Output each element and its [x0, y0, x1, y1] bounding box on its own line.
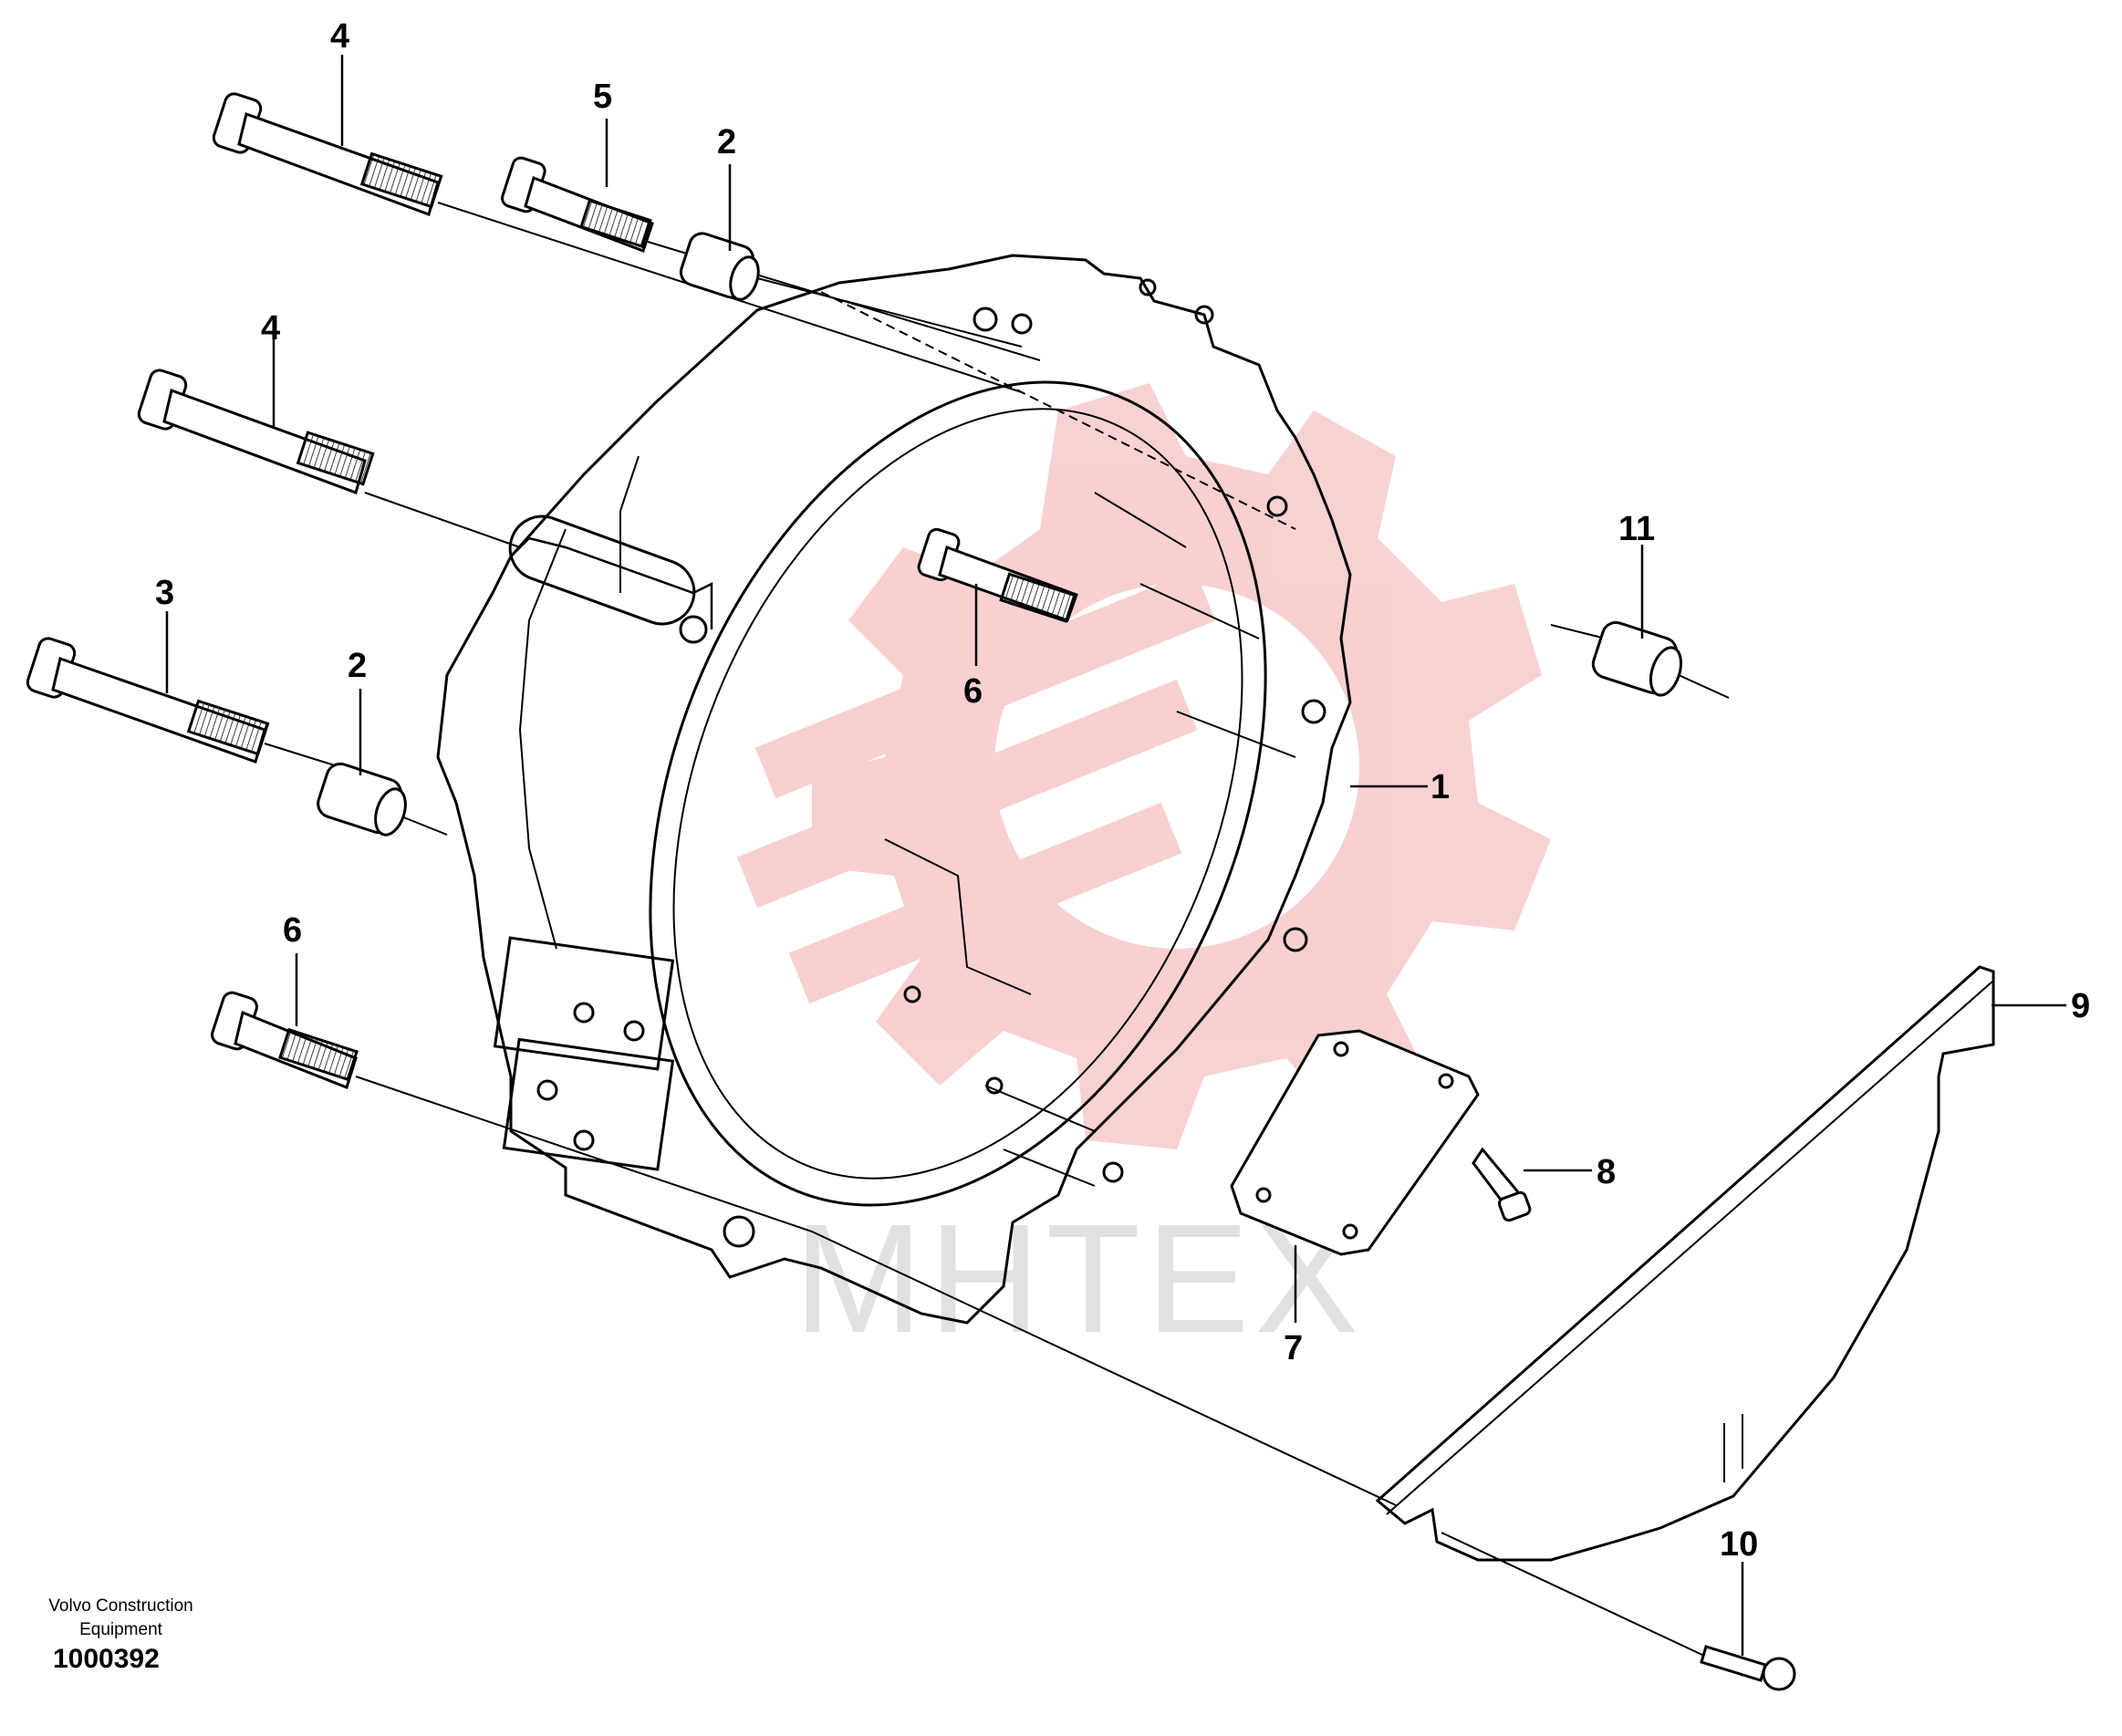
spacer-11 — [1591, 620, 1683, 697]
callout-5: 5 — [593, 78, 612, 116]
bolt-6-upper — [917, 527, 1078, 623]
bolt-3 — [26, 637, 270, 764]
callout-6-upper: 6 — [963, 672, 983, 711]
callout-10: 10 — [1720, 1525, 1758, 1564]
housing-boss-left — [508, 515, 696, 626]
spacer-2-lower — [317, 762, 407, 837]
figure-number: 1000392 — [53, 1644, 160, 1674]
leader-lines — [165, 55, 2066, 1656]
callout-4-middle: 4 — [261, 309, 280, 348]
callout-2-upper: 2 — [717, 123, 736, 161]
callout-8: 8 — [1597, 1153, 1616, 1191]
callout-6-lower: 6 — [283, 911, 302, 950]
spacer-2-upper — [679, 232, 760, 301]
bolt-4-middle — [137, 369, 375, 494]
callout-9: 9 — [2071, 987, 2090, 1025]
flywheel-housing — [436, 254, 1352, 1325]
callout-7: 7 — [1284, 1329, 1303, 1367]
callout-11: 11 — [1618, 510, 1655, 548]
cover-plate-7 — [1230, 1029, 1480, 1256]
screw-10 — [1700, 1645, 1796, 1691]
housing-outer-contour — [436, 254, 1352, 1325]
housing-bore — [649, 380, 1267, 1207]
assembly-lines — [264, 202, 1734, 1670]
callout-1: 1 — [1430, 768, 1450, 806]
screw-8 — [1472, 1147, 1532, 1222]
manufacturer-label: Volvo Construction Equipment — [27, 1595, 214, 1642]
housing-bolt-holes — [536, 278, 1326, 1248]
callout-2-lower: 2 — [348, 647, 367, 685]
callout-3: 3 — [155, 574, 174, 612]
guard-plate-9 — [1375, 965, 1995, 1562]
callout-4-upper: 4 — [330, 17, 349, 56]
watermark-gear-hole — [994, 584, 1359, 949]
manufacturer-line-2: Equipment — [79, 1620, 162, 1639]
bolt-5 — [501, 156, 654, 253]
bolt-4-upper — [212, 92, 443, 216]
housing-bracket — [493, 936, 675, 1071]
bolt-6-lower — [211, 991, 359, 1089]
manufacturer-line-1: Volvo Construction — [48, 1596, 193, 1616]
